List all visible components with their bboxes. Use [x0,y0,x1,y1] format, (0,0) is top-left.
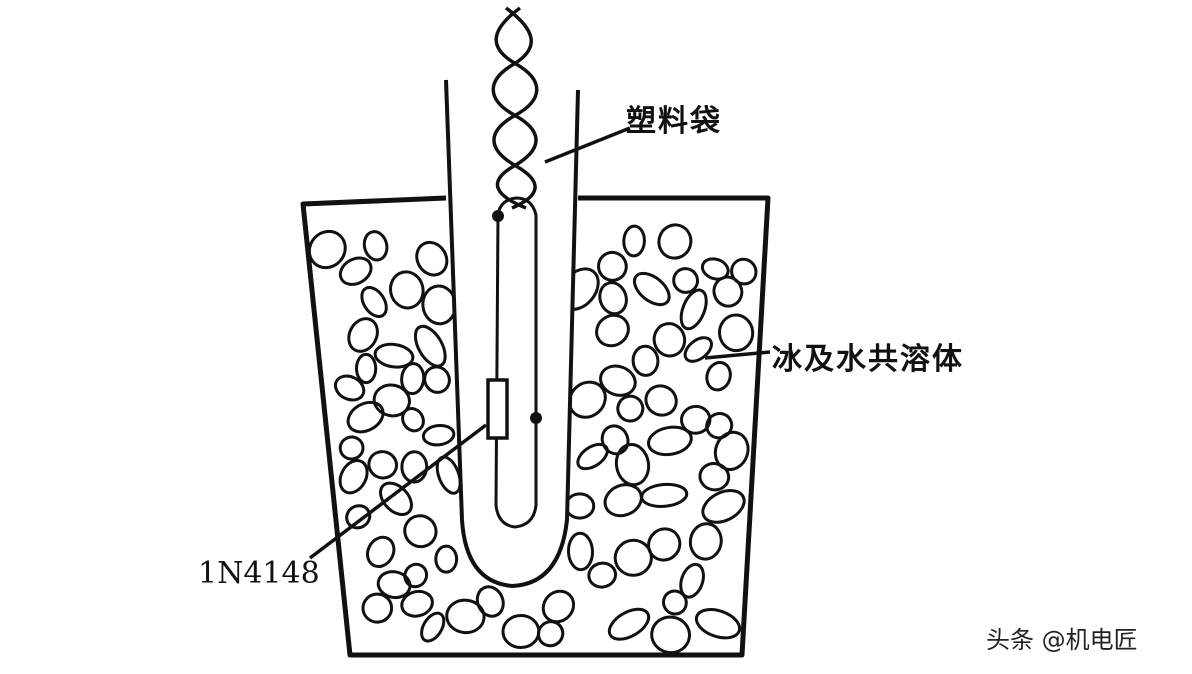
diode-1n4148 [486,378,509,440]
ice-pebble [717,313,755,353]
ice-pebble [598,281,628,316]
ice-pebble [307,229,347,270]
ice-pebble [701,489,746,524]
leader-line-diode [308,423,488,560]
ice-pebble [607,607,651,641]
ice-pebble [683,336,713,363]
ice-pebble [657,223,693,260]
ice-pebble [599,364,637,397]
ice-pebble [501,613,541,650]
ice-pebble [420,611,446,643]
twisted-lead-b [491,6,538,210]
ice-pebble [360,285,388,319]
label-ice-water-mixture: 冰及水共溶体 [772,342,964,377]
ice-pebble [622,224,646,258]
ice-pebble [712,275,744,308]
ice-pebble [421,423,456,447]
ice-pebble [713,430,750,471]
ice-pebble [536,620,565,648]
ice-pebble [445,598,486,635]
leader-line-ice [704,350,771,360]
ice-pebble [338,256,373,286]
ice-pebble [346,400,385,434]
ice-pebble [631,344,660,377]
ice-pebble [373,342,415,369]
ice-pebble [423,365,451,394]
ice-pebble [647,527,682,562]
ice-pebbles [307,223,758,655]
ice-pebble [354,352,378,385]
ice-pebble [434,544,459,574]
ice-pebble [372,383,411,418]
ice-pebble [652,322,687,358]
ice-pebble [679,288,708,331]
ice-pebble [672,267,700,294]
ice-pebble [400,362,426,396]
ice-pebble [640,482,689,508]
ice-pebble [644,384,678,417]
ice-pebble [603,483,643,518]
ice-pebble [597,250,628,282]
ice-pebble [662,589,688,616]
ice-pebble [400,450,429,484]
ice-pebble [415,240,449,277]
plastic-bag [444,79,580,589]
ice-pebble [379,481,413,516]
ice-pebble [367,450,399,480]
container-outline [300,195,771,658]
ice-pebble [587,561,618,589]
ice-pebble [388,270,425,310]
ice-pebble [632,271,671,307]
ice-pebble [347,317,379,353]
ice-pebble [698,462,731,492]
ice-pebble [614,442,651,487]
ice-pebble [376,570,412,600]
ice-pebble [595,313,630,348]
ice-pebble [576,442,609,471]
ice-pebble [730,257,758,286]
watermark: 头条 @机电匠 [986,626,1138,654]
solder-joint-right [530,412,542,424]
ice-pebble [333,374,366,402]
ice-pebble [600,424,630,456]
ice-pebble [366,535,396,569]
ice-pebble [616,394,645,423]
ice-pebble [566,531,595,572]
ice-pebble [688,522,723,561]
ice-pebble [345,504,372,530]
ice-pebble [361,592,394,624]
ice-pebble [564,492,596,520]
ice-pebble [338,435,365,461]
ice-pebble [401,407,425,433]
ice-pebble [362,230,389,262]
ice-pebble [679,562,705,599]
ice-pebble [705,361,732,392]
label-plastic-bag: 塑料袋 [626,104,722,139]
ice-pebble [475,585,505,618]
label-diode: 1N4148 [198,556,320,591]
ice-pebble [568,380,607,419]
ice-pebble [694,608,742,640]
ice-pebble [650,615,691,655]
ice-pebble [613,538,653,577]
ice-pebble [647,425,693,457]
ice-pebble [413,324,447,368]
ice-pebble [403,514,438,549]
leader-line-bag [544,126,631,164]
ice-pebble [700,257,730,281]
ice-pebble [338,459,369,495]
ice-pebble [541,589,576,624]
solder-joint-top [492,210,504,222]
ice-pebble [400,589,434,618]
